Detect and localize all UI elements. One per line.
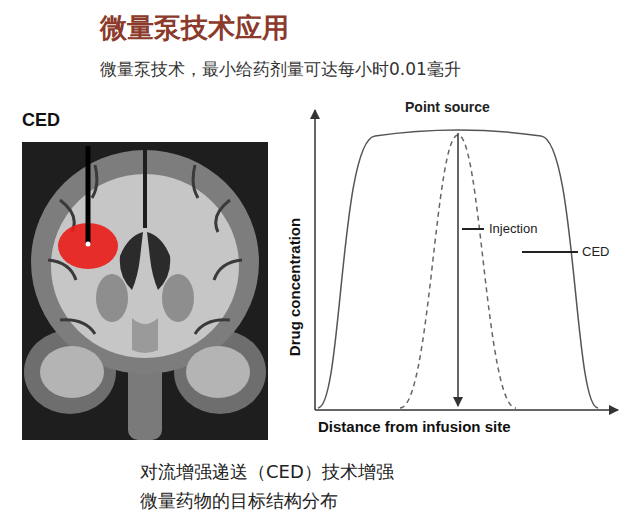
leader-line [462, 228, 484, 230]
mri-background [22, 142, 268, 440]
sulci [48, 165, 242, 334]
temporal-white-matter [40, 346, 104, 398]
temporal-white-matter [186, 346, 250, 398]
title: 微量泵技术应用 [100, 10, 289, 46]
y-axis [314, 110, 316, 410]
ced-curve [318, 130, 598, 408]
thalamus [132, 318, 158, 353]
cortex [31, 150, 259, 374]
catheter [86, 146, 91, 244]
x-axis [315, 409, 618, 411]
point-source-arrow [457, 133, 459, 406]
leader-line [522, 251, 578, 253]
midline-fissure [143, 150, 147, 228]
curve-label: Point source [405, 99, 490, 115]
caption: 对流增强递送（CED）技术增强 微量药物的目标结构分布 [140, 458, 440, 516]
curve-label: CED [581, 244, 610, 259]
concentration-chart [315, 110, 618, 410]
basal-ganglia [96, 274, 128, 322]
axis-title: Distance from infusion site [318, 418, 511, 435]
brain-mri [22, 142, 268, 440]
figure-label: CED [22, 110, 60, 131]
curve-label: Injection [487, 221, 539, 236]
basal-ganglia [162, 274, 194, 322]
catheter-tip [86, 242, 91, 247]
subtitle: 微量泵技术，最小给药剂量可达每小时0.01毫升 [100, 58, 461, 81]
axis-title: Drug concentration [286, 218, 303, 356]
